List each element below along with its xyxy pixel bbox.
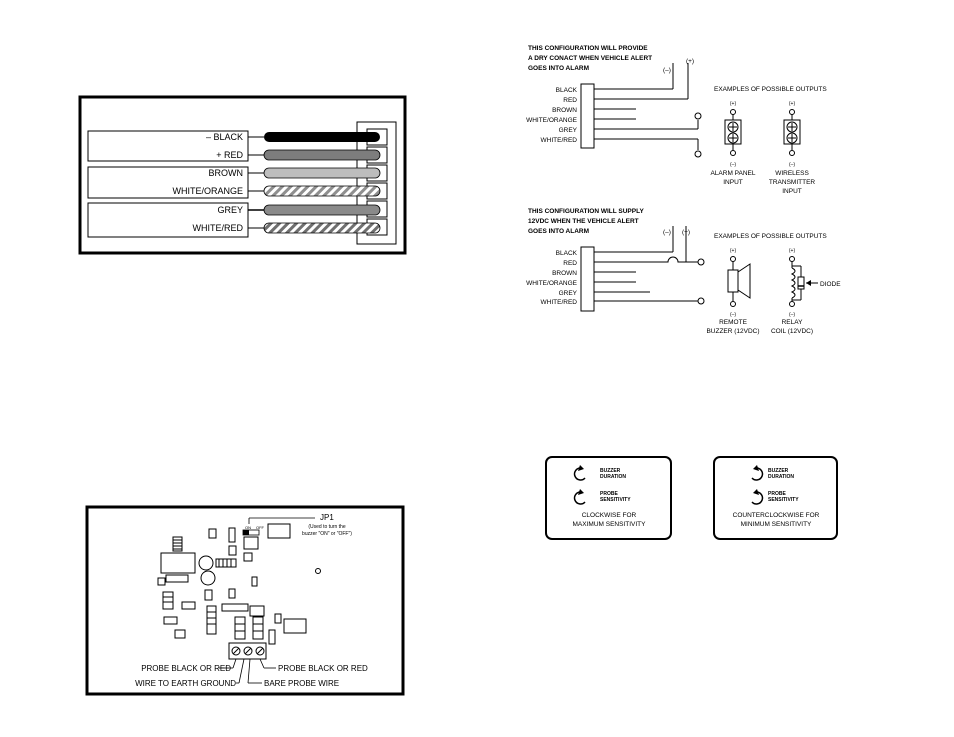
svg-text:(+): (+) bbox=[730, 101, 737, 107]
svg-text:(–): (–) bbox=[789, 312, 795, 318]
ccw-probe-sensitivity-1: PROBE bbox=[768, 491, 786, 497]
svg-text:(–): (–) bbox=[730, 162, 736, 168]
jp1-label: JP1 bbox=[320, 513, 334, 522]
ccw-buzzer-duration-1: BUZZER bbox=[768, 468, 789, 474]
counterclockwise-label-1: COUNTERCLOCKWISE FOR bbox=[733, 512, 820, 519]
svg-text:(+): (+) bbox=[789, 248, 796, 254]
config-dry-examples-title: EXAMPLES OF POSSIBLE OUTPUTS bbox=[714, 86, 827, 93]
buzzer-label-2: BUZZER (12VDC) bbox=[706, 328, 759, 335]
config-dry-contact-diagram: THIS CONFIGURATION WILL PROVIDE A DRY CO… bbox=[526, 45, 827, 195]
diode-arrow-icon bbox=[806, 280, 818, 286]
svg-text:(–): (–) bbox=[730, 312, 736, 318]
bare-probe-label: BARE PROBE WIRE bbox=[264, 679, 339, 688]
probe-sensitivity-1: PROBE bbox=[600, 491, 618, 497]
alarm-panel-terminal-icon: (+) (–) bbox=[724, 101, 742, 168]
config-dry-wire-brown: BROWN bbox=[552, 107, 577, 114]
wireless-transmitter-terminal-icon: (+) (–) bbox=[783, 101, 801, 168]
config-dry-pos: (+) bbox=[686, 58, 694, 65]
config-12vdc-diagram: THIS CONFIGURATION WILL SUPPLY 12VDC WHE… bbox=[526, 208, 841, 335]
alarm-panel-label-2: INPUT bbox=[723, 179, 743, 186]
label-white-red: WHITE/RED bbox=[193, 223, 244, 233]
config-12v-heading-3: GOES INTO ALARM bbox=[528, 228, 589, 235]
config-dry-heading-2: A DRY CONACT WHEN VEHICLE ALERT bbox=[528, 55, 652, 62]
wire-brown bbox=[248, 167, 381, 179]
config-dry-heading-3: GOES INTO ALARM bbox=[528, 65, 589, 72]
buzzer-speaker-icon: (+) (–) bbox=[727, 248, 751, 318]
counterclockwise-label-2: MINIMUM SENSITIVITY bbox=[741, 521, 812, 528]
svg-text:(+): (+) bbox=[730, 248, 737, 254]
label-brown: BROWN bbox=[209, 168, 244, 178]
clockwise-arrow-icon bbox=[573, 465, 586, 481]
jp1-off: OFF bbox=[256, 525, 265, 530]
jp1-note-2: buzzer "ON" or "OFF") bbox=[302, 531, 352, 537]
config-12v-wire-red: RED bbox=[563, 260, 577, 267]
config-dry-heading-1: THIS CONFIGURATION WILL PROVIDE bbox=[528, 45, 648, 52]
board-components bbox=[157, 523, 321, 645]
config-12v-wire-grey: GREY bbox=[559, 290, 578, 297]
earth-ground-label: WIRE TO EARTH GROUND bbox=[135, 679, 236, 688]
jp1-on: ON bbox=[245, 525, 251, 530]
counterclockwise-panel: BUZZER DURATION PROBE SENSITIVITY COUNTE… bbox=[713, 456, 838, 540]
wire-white-red bbox=[248, 222, 381, 234]
label-grey: GREY bbox=[217, 205, 243, 215]
config-12v-neg: (–) bbox=[663, 229, 671, 236]
config-dry-wire-grey: GREY bbox=[559, 127, 578, 134]
label-white-orange: WHITE/ORANGE bbox=[172, 186, 243, 196]
relay-label-1: RELAY bbox=[782, 319, 803, 326]
screw-terminal-block bbox=[228, 642, 267, 660]
config-12v-wire-white-orange: WHITE/ORANGE bbox=[526, 280, 578, 287]
label-black: – BLACK bbox=[206, 132, 243, 142]
wire-grey bbox=[248, 204, 381, 216]
wireless-label-1: WIRELESS bbox=[775, 170, 809, 177]
clockwise-label-1: CLOCKWISE FOR bbox=[582, 512, 637, 519]
probe-right-label: PROBE BLACK OR RED bbox=[278, 664, 368, 673]
label-red: + RED bbox=[216, 150, 243, 160]
buzzer-duration-1: BUZZER bbox=[600, 468, 621, 474]
probe-left-label: PROBE BLACK OR RED bbox=[141, 664, 231, 673]
svg-text:(–): (–) bbox=[789, 162, 795, 168]
config-dry-wire-red: RED bbox=[563, 97, 577, 104]
circuit-board-diagram: JP1 (Used to turn the buzzer "ON" or "OF… bbox=[85, 505, 405, 696]
relay-coil-icon: (+) (–) bbox=[789, 248, 805, 318]
wireless-label-2: TRANSMITTER bbox=[769, 179, 816, 186]
config-12v-wire-white-red: WHITE/RED bbox=[541, 299, 578, 306]
config-dry-wire-white-red: WHITE/RED bbox=[541, 137, 578, 144]
wire-red bbox=[248, 149, 381, 161]
config-dry-neg: (–) bbox=[663, 67, 671, 74]
probe-sensitivity-2: SENSITIVITY bbox=[600, 497, 631, 503]
jp1-jumper-icon bbox=[242, 529, 260, 536]
ccw-probe-sensitivity-2: SENSITIVITY bbox=[768, 497, 799, 503]
counterclockwise-arrow-icon-2 bbox=[751, 489, 764, 505]
ccw-buzzer-duration-2: DURATION bbox=[768, 474, 794, 480]
wire-color-panel: – BLACK + RED BROWN WHITE/ORANGE GREY WH… bbox=[78, 95, 407, 255]
config-12v-examples-title: EXAMPLES OF POSSIBLE OUTPUTS bbox=[714, 233, 827, 240]
wireless-label-3: INPUT bbox=[782, 188, 802, 195]
relay-label-2: COIL (12VDC) bbox=[771, 328, 813, 335]
diode-label: DIODE bbox=[820, 281, 841, 288]
clockwise-arrow-icon-2 bbox=[573, 489, 586, 505]
clockwise-panel: BUZZER DURATION PROBE SENSITIVITY CLOCKW… bbox=[545, 456, 672, 540]
counterclockwise-arrow-icon bbox=[751, 465, 764, 481]
wire-black bbox=[248, 132, 380, 142]
svg-text:(+): (+) bbox=[789, 101, 796, 107]
buzzer-duration-2: DURATION bbox=[600, 474, 626, 480]
jp1-note-1: (Used to turn the bbox=[308, 524, 345, 530]
config-dry-wire-white-orange: WHITE/ORANGE bbox=[526, 117, 578, 124]
config-dry-wire-black: BLACK bbox=[556, 87, 578, 94]
wire-white-orange bbox=[248, 185, 381, 197]
config-12v-heading-2: 12VDC WHEN THE VEHICLE ALERT bbox=[528, 218, 639, 225]
config-12v-wire-black: BLACK bbox=[556, 250, 578, 257]
clockwise-label-2: MAXIMUM SENSITIVITY bbox=[573, 521, 647, 528]
buzzer-label-1: REMOTE bbox=[719, 319, 747, 326]
config-12v-heading-1: THIS CONFIGURATION WILL SUPPLY bbox=[528, 208, 644, 215]
config-12v-wire-brown: BROWN bbox=[552, 270, 577, 277]
alarm-panel-label-1: ALARM PANEL bbox=[710, 170, 755, 177]
